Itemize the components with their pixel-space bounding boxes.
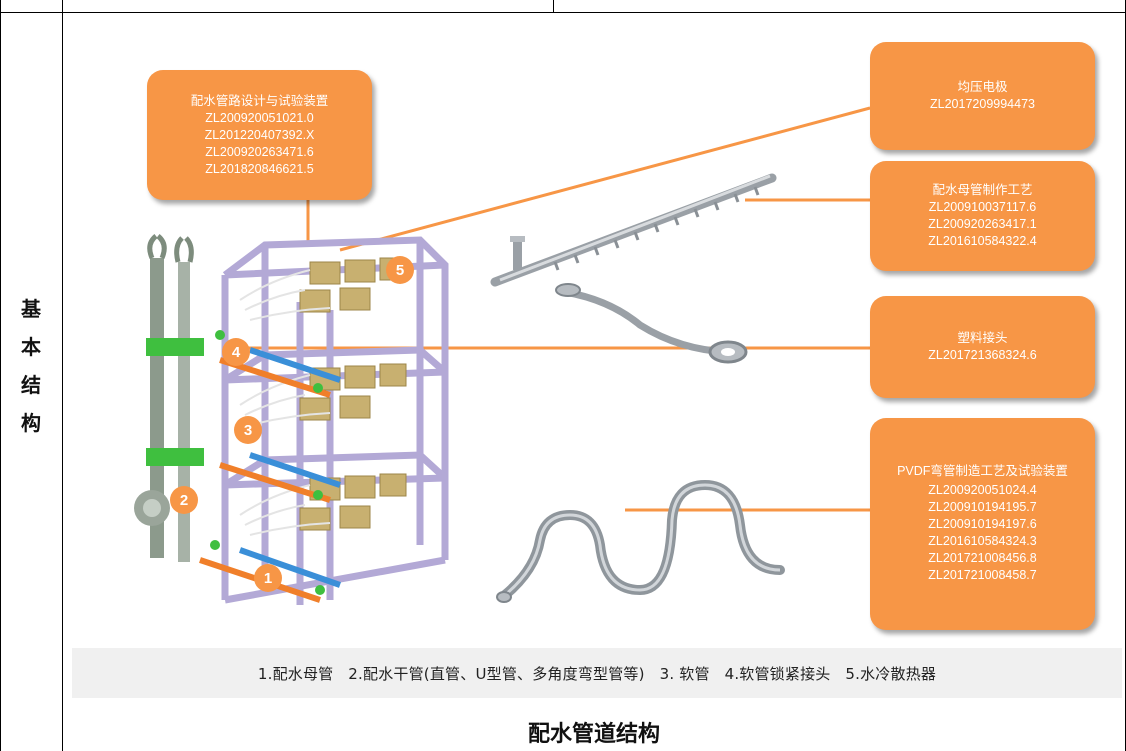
marker-2: 2 [170, 486, 198, 514]
leader-lines [245, 106, 871, 512]
row-header-char: 基 [21, 297, 41, 321]
marker-5: 5 [386, 256, 414, 284]
callout-electrode: 均压电极 ZL2017209994473 [870, 42, 1095, 150]
distribution-manifold-tube [490, 173, 777, 287]
svg-text:2: 2 [180, 492, 188, 509]
patent-number: ZL2017209994473 [930, 97, 1035, 111]
row-header: 基 本 结 构 [0, 290, 62, 442]
hose-lock-joints [210, 330, 325, 595]
marker-1: 1 [254, 564, 282, 592]
water-coolers [299, 257, 407, 531]
patent-number: ZL200910194197.6 [928, 517, 1037, 531]
row-header-char: 结 [21, 373, 41, 397]
leader-line-electrode [339, 106, 871, 252]
legend-bar: 1.配水母管 2.配水干管(直管、U型管、多角度弯型管等) 3. 软管 4.软管… [72, 648, 1122, 698]
table-left-border [0, 0, 1, 751]
callout-pvdf: PVDF弯管制造工艺及试验装置 ZL200920051024.4 ZL20091… [870, 418, 1095, 630]
legend-text: 1.配水母管 2.配水干管(直管、U型管、多角度弯型管等) 3. 软管 4.软管… [257, 664, 937, 683]
marker-4: 4 [222, 338, 250, 366]
patent-number: ZL201820846621.5 [205, 161, 314, 176]
patent-number: ZL201610584322.4 [928, 234, 1037, 248]
patent-number: ZL200910037117.6 [928, 200, 1037, 214]
table-column-divider [62, 0, 63, 751]
callout-piping-design: 配水管路设计与试验装置 ZL200920051021.0 ZL201220407… [147, 70, 372, 200]
number-markers: 5 4 3 2 1 [170, 256, 414, 592]
svg-text:3: 3 [244, 422, 252, 439]
row-header-char: 构 [21, 411, 41, 435]
patent-number: ZL201220407392.X [204, 127, 315, 142]
plastic-joint-part [555, 283, 748, 364]
svg-text:5: 5 [396, 262, 404, 279]
patent-number: ZL200910194195.7 [928, 500, 1037, 514]
patent-number: ZL200920051024.4 [928, 483, 1037, 497]
green-manifold-blocks [146, 338, 204, 466]
table-row-divider [0, 12, 1126, 13]
callout-title: 均压电极 [957, 80, 1008, 94]
callout-title: 配水管路设计与试验装置 [190, 93, 329, 108]
svg-text:1: 1 [264, 570, 272, 587]
figure-caption: 配水管道结构 [527, 721, 660, 747]
marker-3: 3 [234, 416, 262, 444]
patent-number: ZL201721008458.7 [928, 568, 1037, 582]
callout-title: 配水母管制作工艺 [932, 183, 1033, 197]
callout-title: PVDF弯管制造工艺及试验装置 [897, 464, 1068, 478]
pvdf-bent-pipe [496, 479, 785, 603]
patent-number: ZL200920263471.6 [205, 144, 314, 159]
callout-manifold: 配水母管制作工艺 ZL200910037117.6 ZL200920263417… [870, 161, 1095, 271]
table-top-cell-divider [553, 0, 554, 12]
patent-number: ZL201721008456.8 [928, 551, 1037, 565]
hoses [239, 269, 331, 536]
svg-text:4: 4 [232, 344, 241, 361]
patent-number: ZL200920263417.1 [928, 217, 1037, 231]
callout-title: 塑料接头 [957, 331, 1008, 345]
patent-number: ZL200920051021.0 [205, 110, 314, 125]
callout-plastic-joint: 塑料接头 ZL201721368324.6 [870, 296, 1095, 398]
patent-number: ZL201721368324.6 [928, 348, 1037, 362]
patent-number: ZL201610584324.3 [928, 534, 1037, 548]
row-header-char: 本 [21, 335, 41, 359]
